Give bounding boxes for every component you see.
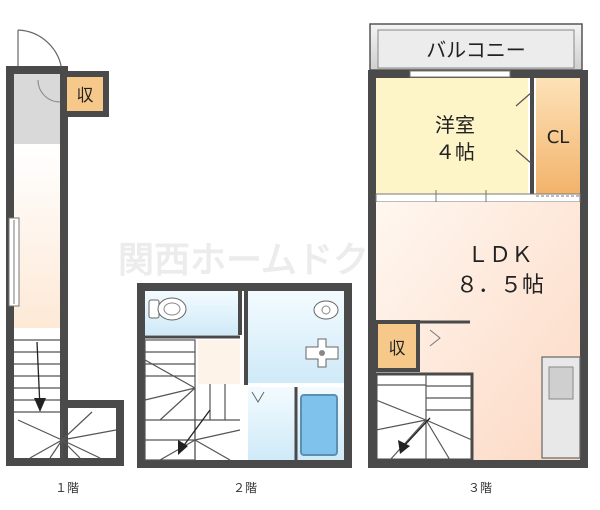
hallway-1f	[14, 144, 60, 328]
floor-3-plan: バルコニー 洋室 ４帖 CL ＬＤＫ ８．５帖 収	[368, 23, 588, 468]
floor-1-plan: 収	[6, 29, 124, 466]
floor-3-label: ３階	[468, 480, 492, 495]
storage-1f	[61, 71, 109, 117]
stairs-3f	[374, 372, 474, 462]
genkan	[14, 74, 60, 144]
stair-arrow-icon-3f	[398, 440, 410, 454]
floor-1-label: １階	[55, 480, 79, 495]
closet	[536, 78, 580, 194]
western-room	[376, 78, 528, 194]
western-room-label: 洋室	[435, 113, 475, 137]
ldk-size: ８．５帖	[456, 273, 544, 298]
door-swing-icon	[17, 29, 63, 73]
storage-3f-label: 収	[389, 339, 406, 359]
stair-arrow-icon	[34, 398, 46, 412]
stair-arrow-icon-2f	[178, 440, 188, 455]
bathtub-icon	[300, 394, 338, 456]
storage-3f	[374, 320, 420, 372]
storage-1f-label: 収	[77, 86, 94, 106]
floor-2-plan	[137, 283, 352, 468]
western-room-size: ４帖	[435, 140, 475, 164]
floor-2-label: ２階	[233, 480, 257, 495]
stairs-1f	[14, 339, 117, 459]
watermark-text: 関西ホームドク	[118, 240, 369, 281]
balcony-label: バルコニー	[426, 38, 526, 62]
stairs-2f	[144, 339, 241, 461]
ldk-label: ＬＤＫ	[467, 243, 533, 268]
closet-label: CL	[547, 127, 570, 148]
